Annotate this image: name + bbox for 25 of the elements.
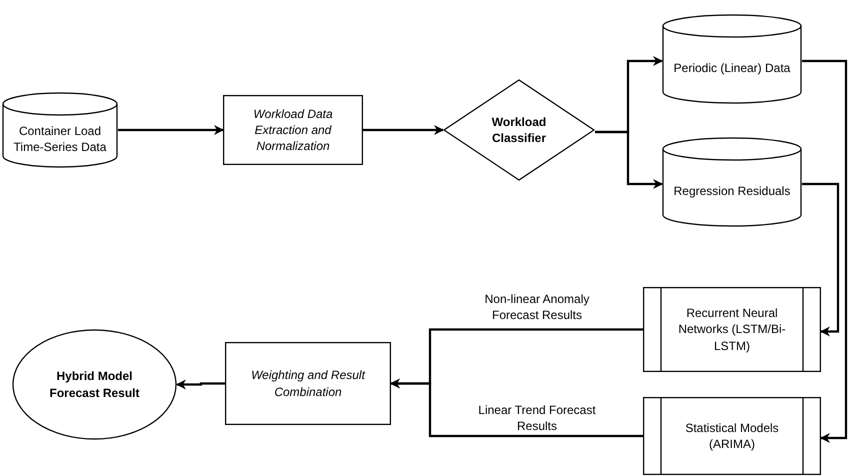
connector-arrow bbox=[176, 380, 225, 390]
database-cylinder bbox=[662, 14, 802, 104]
decision-diamond bbox=[443, 79, 595, 181]
subprocess-box bbox=[643, 287, 821, 372]
node-label: Periodic (Linear) Data bbox=[672, 60, 792, 76]
process-box bbox=[223, 95, 363, 165]
node-label: Container Load Time-Series Data bbox=[12, 122, 108, 156]
node-label: Workload Data Extraction and Normalization bbox=[252, 106, 334, 154]
connector-arrow bbox=[118, 125, 224, 135]
node-label: Weighting and Result Combination bbox=[250, 367, 366, 400]
node-label: Statistical Models (ARIMA) bbox=[684, 420, 780, 452]
connector-arrow bbox=[390, 378, 643, 438]
connector-arrow bbox=[802, 182, 840, 336]
database-cylinder bbox=[2, 92, 118, 168]
database-cylinder bbox=[662, 137, 802, 227]
node-label: Regression Residuals bbox=[672, 182, 792, 200]
subprocess-box bbox=[643, 397, 821, 475]
node-label: Workload Classifier bbox=[490, 114, 548, 146]
node-label: Hybrid Model Forecast Result bbox=[48, 368, 141, 401]
connector-arrow bbox=[802, 60, 848, 443]
node-label: Recurrent Neural Networks (LSTM/Bi-LSTM) bbox=[677, 305, 787, 354]
connector-arrow bbox=[363, 125, 444, 135]
terminal-ellipse bbox=[12, 329, 177, 440]
connector-arrow bbox=[595, 130, 663, 189]
process-box bbox=[225, 342, 391, 425]
